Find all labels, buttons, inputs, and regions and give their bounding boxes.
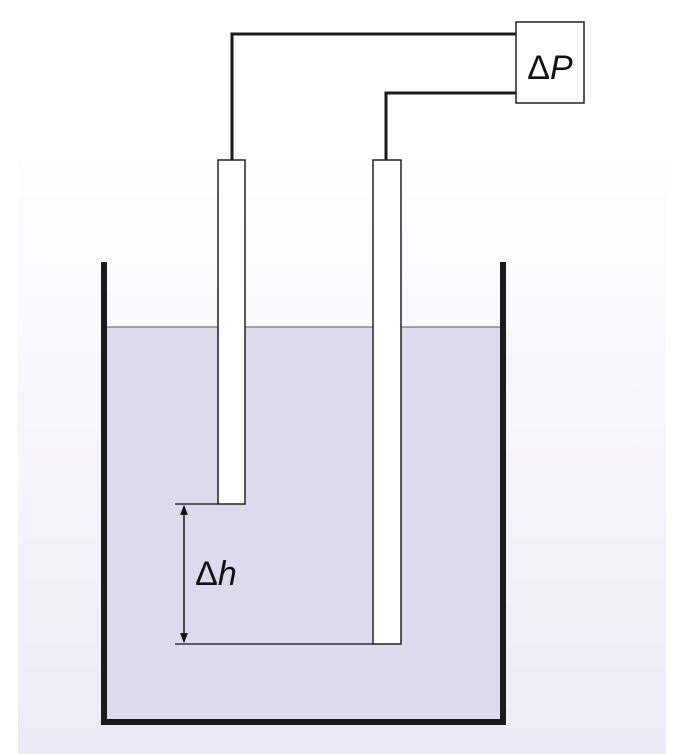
container-wall xyxy=(101,262,506,725)
height-difference-label: Δh xyxy=(195,555,237,593)
left-tube-pipe xyxy=(230,32,516,160)
right-tube-pipe xyxy=(384,91,516,160)
left-tube xyxy=(217,159,246,505)
liquid-body xyxy=(107,327,503,722)
pressure-meter-label: ΔP xyxy=(527,49,573,87)
height-variable: h xyxy=(218,555,237,593)
height-delta-symbol: Δ xyxy=(195,555,218,593)
pressure-meter-box xyxy=(515,21,585,104)
pressure-variable: P xyxy=(550,49,573,87)
right-tube xyxy=(372,159,402,645)
pressure-delta-symbol: Δ xyxy=(527,49,550,87)
